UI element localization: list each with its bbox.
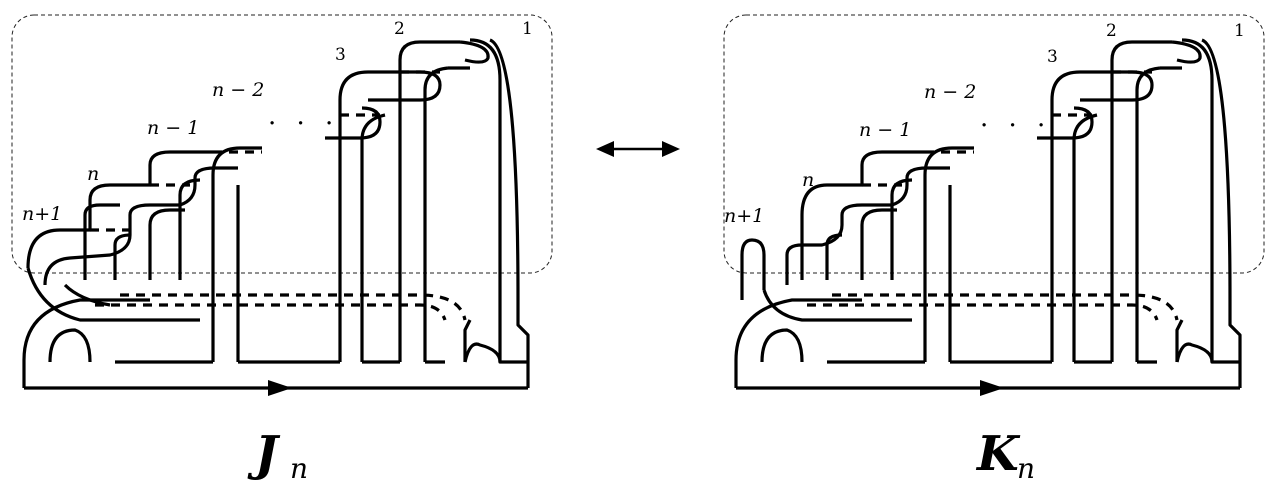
- upper-twist-a-right: [1037, 106, 1094, 140]
- label-n-minus-1-right: n − 1: [859, 119, 911, 141]
- strand-col-3-left: [338, 70, 420, 362]
- strand-col-3-right: [1050, 70, 1132, 362]
- strand-col-4-left: [360, 113, 386, 362]
- label-n-left: n: [87, 163, 99, 185]
- label-n-minus-2-left: n − 2: [212, 79, 264, 101]
- double-arrow-icon: [596, 141, 680, 157]
- ellipsis-right: · · ·: [980, 111, 1051, 141]
- label-n-minus-2-right: n − 2: [924, 81, 976, 103]
- left-vertical-strand-right: [734, 298, 862, 388]
- strand-col-6-left: [423, 66, 449, 362]
- knot-diagram-j-n: n+1 n n − 1 n − 2 3 2 1 · · · J n: [11, 14, 553, 485]
- title-j: J: [247, 426, 281, 482]
- stair-strand-e-right: [860, 208, 897, 280]
- orientation-arrow-right: [980, 380, 1004, 396]
- title-k-subscript: n: [1017, 452, 1035, 485]
- stair-strand-g-right: [762, 289, 912, 322]
- label-2-left: 2: [394, 19, 405, 39]
- strand-col-6-right: [1135, 66, 1161, 362]
- under-strand-2-right: [807, 303, 1159, 321]
- stair-strand-d-right: [825, 233, 843, 280]
- orientation-arrow-left: [268, 380, 292, 396]
- right-vertical-strand-left: [489, 38, 530, 388]
- upper-twist-c-left: [459, 40, 490, 64]
- stair-strand-e-left: [148, 208, 185, 280]
- strand-col-5-right: [1110, 40, 1172, 362]
- label-n-plus-1-left: n+1: [22, 203, 62, 225]
- right-vertical-strand-right: [1201, 38, 1242, 388]
- upper-twist-a-left: [325, 106, 382, 140]
- under-strand-2-left: [95, 303, 447, 321]
- label-1-left: 1: [522, 19, 533, 39]
- title-j-subscript: n: [290, 452, 308, 485]
- strand-col-5-left: [398, 40, 460, 362]
- stair-strand-c-left: [83, 203, 120, 280]
- stair-strand-f-left: [178, 178, 201, 280]
- strand-col-4-right: [1072, 113, 1098, 362]
- strand-col-8-right: [1181, 38, 1214, 362]
- stair-strand-b-right: [785, 166, 950, 285]
- strand-col-7-left: [463, 319, 472, 362]
- label-1-right: 1: [1234, 21, 1245, 41]
- strand-col-7-right: [1175, 319, 1184, 362]
- upper-twist-b-left: [368, 70, 442, 102]
- tangle-box-right: [723, 14, 1265, 274]
- stair-strand-h-left: [63, 283, 111, 307]
- stair-strand-b-left: [43, 166, 238, 286]
- upper-twist-c-right: [1171, 40, 1202, 64]
- stair-strand-g-left: [26, 267, 200, 322]
- tangle-box-left: [11, 14, 553, 274]
- strand-col-1-left: [211, 146, 262, 362]
- kink-loop-n-plus-1-right: [740, 238, 766, 300]
- title-k: K: [975, 426, 1021, 482]
- under-strand-1-right: [832, 293, 1179, 321]
- stair-strand-d-left: [113, 233, 131, 280]
- label-n-right: n: [802, 169, 814, 191]
- stair-strand-f-right: [890, 178, 913, 280]
- label-n-plus-1-right: n+1: [724, 205, 764, 227]
- stair-strand-a-left: [26, 150, 213, 269]
- base-arc-a-right: [760, 328, 804, 363]
- base-arc-b-left: [463, 342, 528, 364]
- strand-col-1-right: [923, 146, 974, 362]
- label-3-right: 3: [1047, 47, 1058, 67]
- base-arc-b-right: [1175, 342, 1240, 364]
- ellipsis-left: · · ·: [268, 109, 339, 139]
- label-n-minus-1-left: n − 1: [147, 117, 199, 139]
- upper-twist-b-right: [1080, 70, 1154, 102]
- under-strand-1-left: [120, 293, 467, 321]
- base-arc-a-left: [48, 328, 92, 363]
- label-3-left: 3: [335, 45, 346, 65]
- left-vertical-strand-left: [22, 298, 150, 388]
- knot-diagram-k-n: n+1 n n − 1 n − 2 3 2 1 · · · K n: [723, 14, 1265, 485]
- strand-col-8-left: [469, 38, 502, 362]
- label-2-right: 2: [1106, 21, 1117, 41]
